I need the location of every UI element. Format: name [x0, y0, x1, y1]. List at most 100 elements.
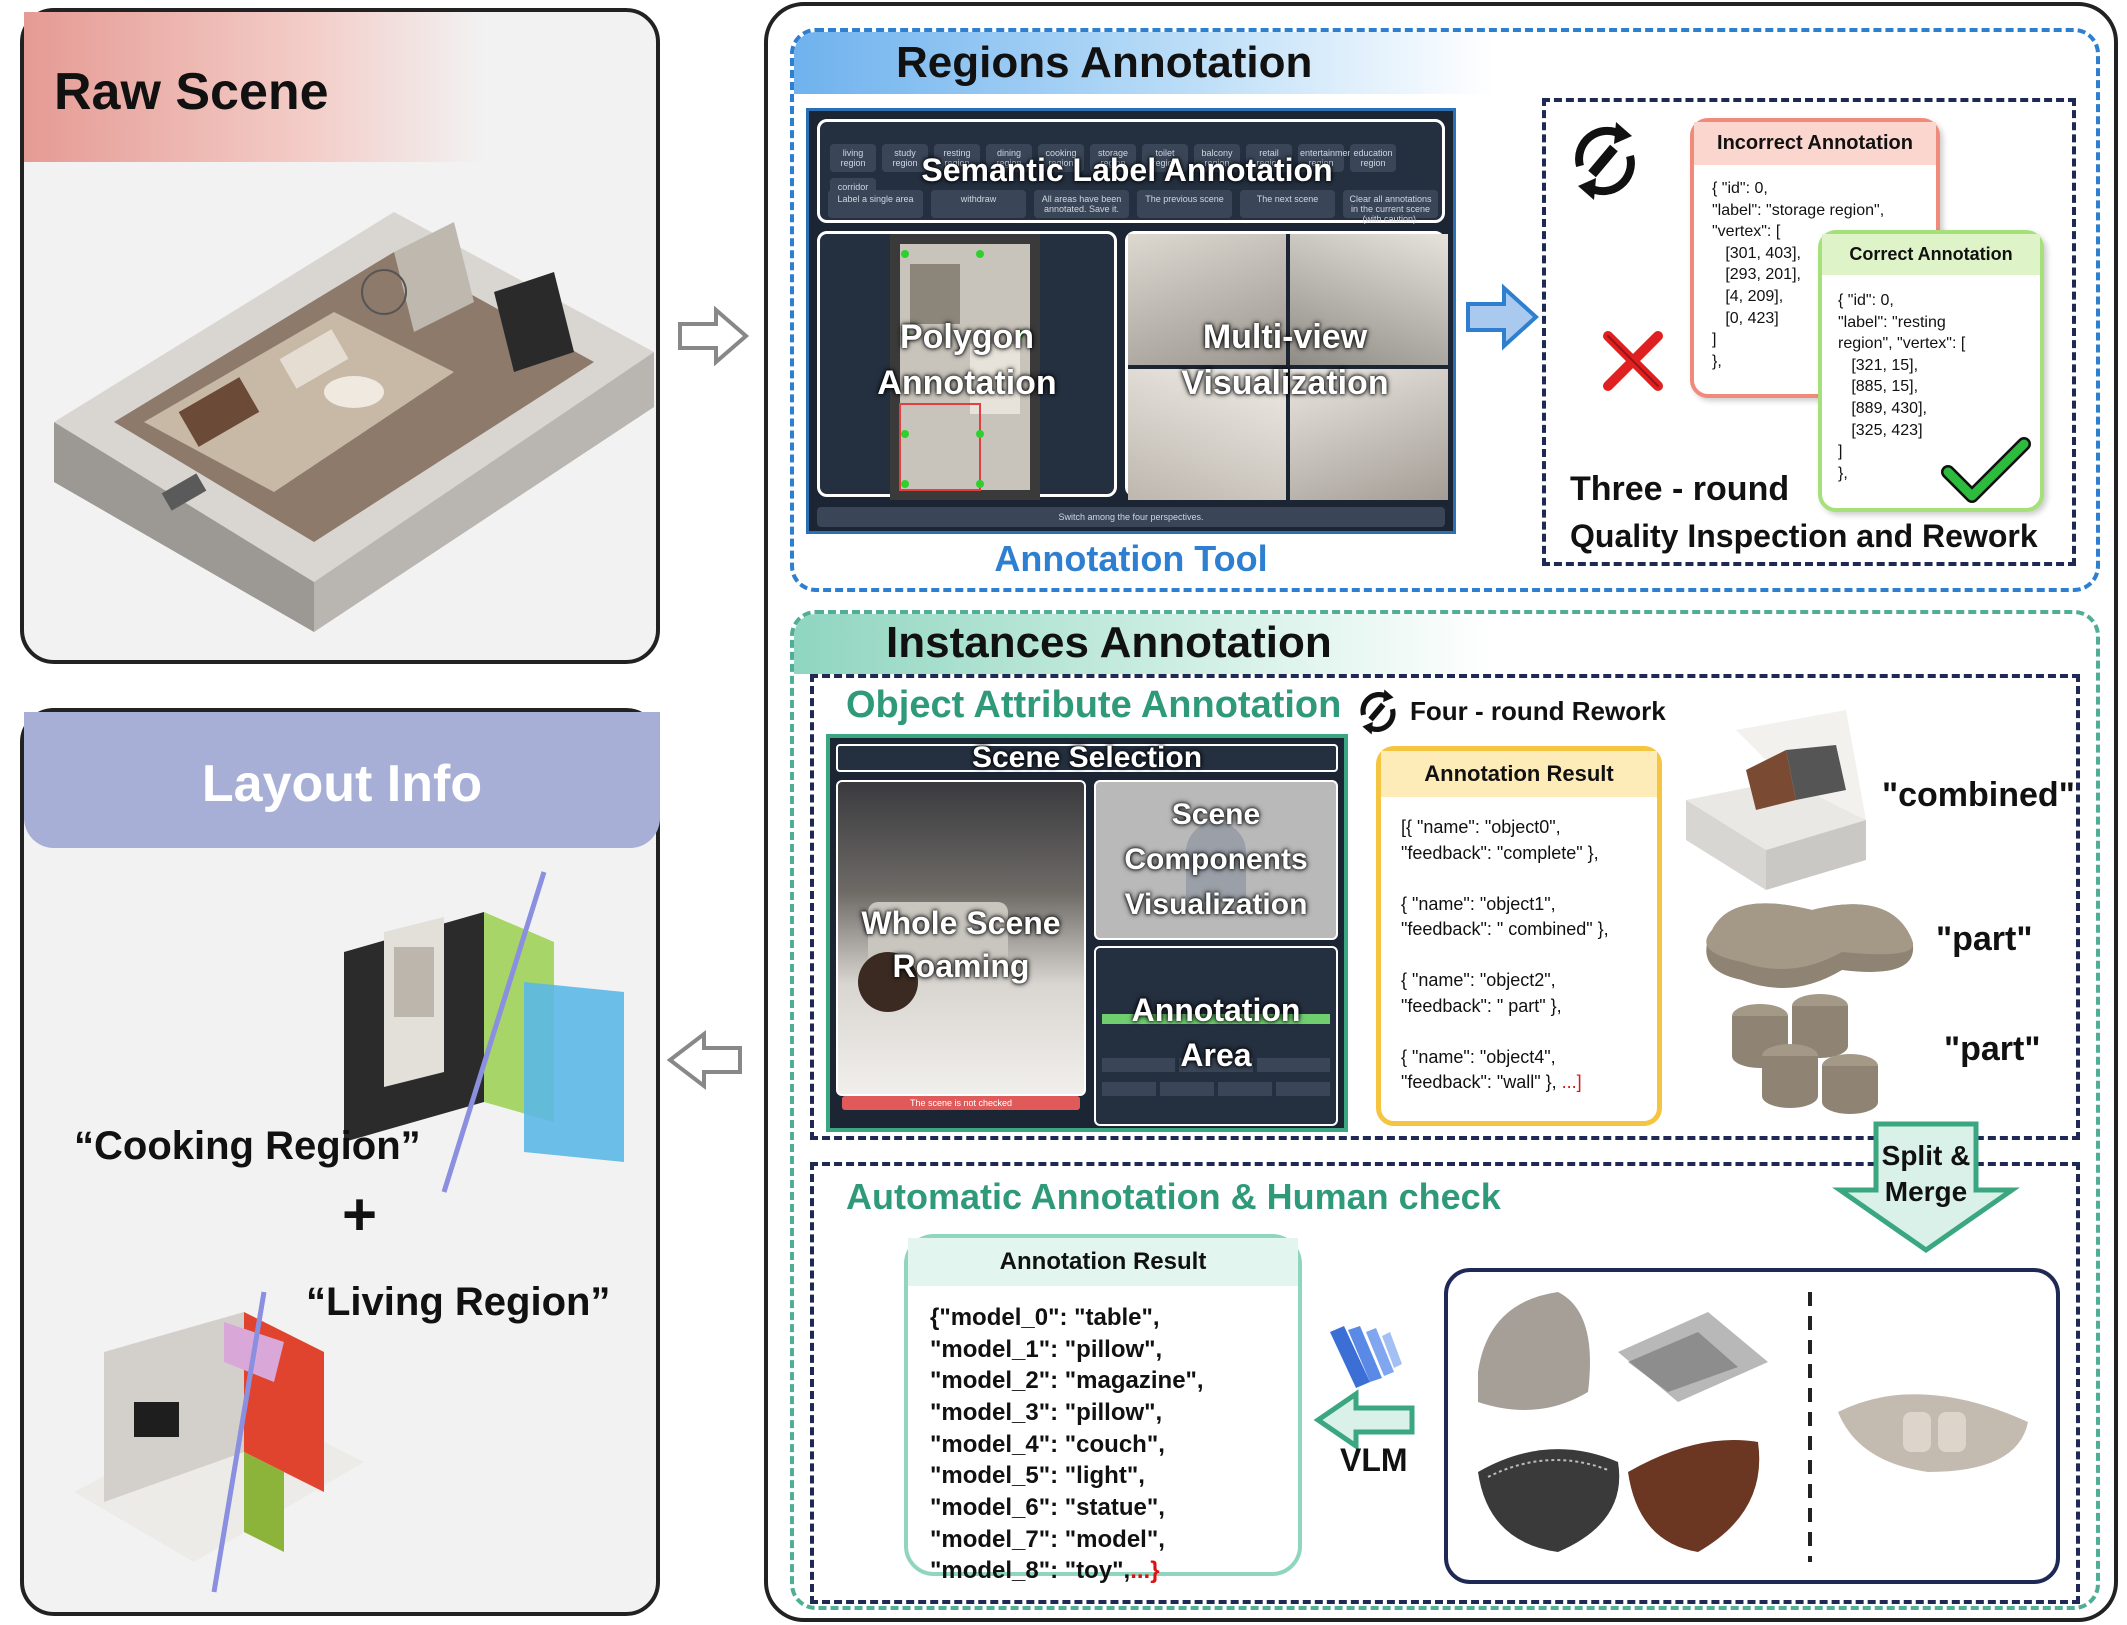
annotation-result-card: Annotation Result [{ "name": "object0", …	[1376, 746, 1662, 1126]
floorplan-thumbnail	[890, 234, 1040, 500]
region-chip[interactable]: toilet region	[1142, 144, 1188, 172]
layout-info-header	[24, 712, 660, 848]
split-merge-label: Split & Merge	[1881, 1140, 1971, 1208]
view-bottom-left	[1128, 367, 1288, 500]
regions-title-band	[794, 32, 1494, 94]
automatic-annotation-box	[810, 1162, 2080, 1604]
annotation-result-code-text: [{ "name": "object0", "feedback": "compl…	[1401, 817, 1609, 1093]
split-merge-arrow-icon	[1832, 1121, 2020, 1254]
multiview-text: Multi-view Visualization	[1181, 318, 1389, 402]
living-region-render	[74, 1291, 364, 1593]
area-button-row-2	[1102, 1082, 1330, 1096]
layout-info-panel: Layout Info “Cooking Region” + “Living R…	[20, 708, 660, 1616]
polygon-annotation-panel	[817, 231, 1117, 500]
arrow-left-icon	[666, 1029, 742, 1091]
arrow-right-icon	[678, 305, 750, 367]
correct-annotation-code: { "id": 0, "label": "resting region", "v…	[1838, 292, 1966, 482]
region-chip[interactable]: storage region	[1090, 144, 1136, 172]
components-view	[1094, 780, 1338, 940]
combined-label: "combined"	[1882, 776, 2075, 814]
action-button[interactable]: withdraw	[931, 190, 1026, 218]
action-button[interactable]: Label a single area	[828, 190, 923, 218]
auto-annotation-code: {"model_0": "table", "model_1": "pillow"…	[930, 1302, 1204, 1587]
view-top-right	[1288, 234, 1448, 367]
components-text: Scene Components Visualization	[1124, 798, 1308, 921]
annotation-result-code: [{ "name": "object0", "feedback": "compl…	[1401, 815, 1609, 1096]
tool-footer-bar: Switch among the four perspectives.	[817, 507, 1445, 527]
plus-sign: +	[342, 1181, 378, 1248]
area-button-row-1	[1102, 1058, 1330, 1072]
object-attribute-box	[810, 674, 2080, 1140]
four-round-icon	[1360, 689, 1396, 735]
annotation-area-view	[1094, 946, 1338, 1126]
auto-annotation-result-title: Annotation Result	[908, 1238, 1298, 1286]
living-region-label: “Living Region”	[306, 1280, 611, 1324]
auto-annotation-result-card: Annotation Result {"model_0": "table", "…	[904, 1234, 1302, 1584]
annotation-result-title: Annotation Result	[1381, 751, 1657, 797]
auto-annotation-code-text: {"model_0": "table", "model_1": "pillow"…	[930, 1304, 1204, 1585]
correct-annotation-title: Correct Annotation	[1822, 234, 2040, 275]
qa-line2: Quality Inspection and Rework	[1570, 518, 2038, 554]
correct-check-icon	[1941, 437, 2031, 503]
part-label-2: "part"	[1944, 1030, 2041, 1068]
region-chip[interactable]: balcony region	[1194, 144, 1240, 172]
region-chip[interactable]: study region	[882, 144, 928, 172]
raw-scene-render	[54, 212, 654, 632]
scene-selection-bar	[836, 744, 1338, 772]
view-top-left	[1128, 234, 1288, 367]
instances-title-band	[794, 614, 1494, 674]
layout-info-title: Layout Info	[201, 755, 483, 813]
vlm-label: VLM	[1340, 1442, 1408, 1478]
polygon-annotation-text: Polygon Annotation	[877, 318, 1057, 402]
automatic-annotation-title: Automatic Annotation & Human check	[846, 1176, 1501, 1217]
region-chip[interactable]: dining region	[986, 144, 1032, 172]
view-divider-h	[1128, 365, 1448, 369]
component-model	[1186, 822, 1246, 902]
action-button[interactable]: The next scene	[1240, 190, 1335, 218]
region-chip[interactable]: cooking region	[1038, 144, 1084, 172]
annotation-area-text: Annotation Area	[1131, 992, 1301, 1073]
scene-selection-text: Scene Selection	[971, 741, 1203, 774]
action-button-row: Label a single area withdraw All areas hav…	[828, 190, 1438, 224]
raw-scene-header	[24, 12, 484, 162]
region-chip[interactable]: retail region	[1246, 144, 1292, 172]
combined-sofa-render	[1686, 710, 1866, 890]
regions-annotation-section	[790, 28, 2100, 592]
view-bottom-right	[1288, 367, 1448, 500]
qa-line1: Three - round	[1570, 470, 1790, 508]
action-button[interactable]: The previous scene	[1137, 190, 1232, 218]
annotation-tool-caption: Annotation Tool	[994, 538, 1268, 579]
instances-title: Instances Annotation	[886, 618, 1332, 667]
region-chip[interactable]: resting region	[934, 144, 980, 172]
action-button[interactable]: Clear all annotations in the current sce…	[1343, 190, 1438, 224]
object-attribute-title: Object Attribute Annotation	[846, 684, 1342, 726]
region-chip[interactable]: education region	[1350, 144, 1396, 172]
roaming-hand	[858, 952, 918, 1012]
region-chip[interactable]: entertainment region	[1298, 144, 1355, 172]
split-objects-render	[1478, 1292, 2028, 1562]
semantic-label-text: Semantic Label Annotation	[921, 152, 1333, 188]
cooking-region-label: “Cooking Region”	[74, 1124, 421, 1168]
part-table-top-render	[1706, 903, 1914, 988]
arrow-to-qa-icon	[1466, 283, 1539, 351]
regions-title: Regions Annotation	[896, 38, 1313, 87]
rework-icon	[1575, 122, 1635, 200]
region-chip[interactable]: living region	[830, 144, 876, 172]
split-objects-panel	[1444, 1268, 2060, 1584]
cooking-region-render	[344, 871, 624, 1193]
not-checked-bar: The scene is not checked	[842, 1096, 1080, 1110]
instances-annotation-section	[790, 610, 2100, 1610]
multiview-panel	[1125, 231, 1448, 500]
part-label-1: "part"	[1936, 920, 2033, 958]
action-button[interactable]: All areas have been annotated. Save it.	[1034, 190, 1129, 218]
raw-scene-title: Raw Scene	[54, 63, 329, 121]
whole-scene-view	[836, 780, 1086, 1096]
annotation-result-ellipsis: ...]	[1561, 1072, 1582, 1093]
incorrect-cross-icon	[1603, 331, 1663, 391]
incorrect-annotation-title: Incorrect Annotation	[1694, 122, 1936, 165]
auto-annotation-ellipsis: ...}	[1130, 1557, 1160, 1585]
area-progress	[1102, 1014, 1330, 1024]
